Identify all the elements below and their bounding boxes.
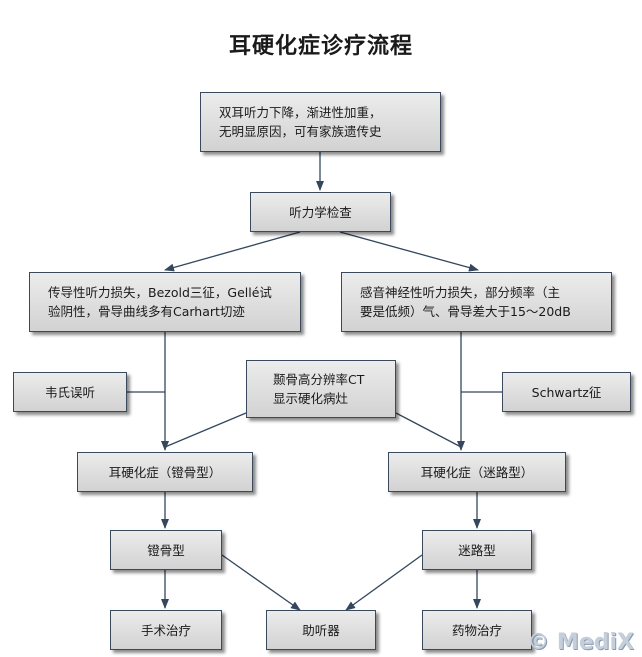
node-stapedial-otosclerosis: 耳硬化症（镫骨型） (77, 452, 253, 492)
node-weber: 韦氏误听 (13, 372, 127, 412)
edge-exam-conductive (164, 231, 301, 272)
node-cochlear-otosclerosis: 耳硬化症（迷路型） (388, 452, 566, 492)
edge-ct-right (395, 412, 462, 448)
node-medication: 药物治疗 (422, 610, 532, 650)
node-audiology-exam: 听力学检查 (250, 192, 391, 232)
edge-exam-sensorineural (339, 231, 479, 272)
watermark: © MediX (527, 630, 634, 655)
node-surgery: 手术治疗 (110, 610, 222, 650)
node-sensorineural-loss: 感音神经性听力损失，部分频率（主要是低频）气、骨导差大于15～20dB (341, 272, 612, 332)
node-schwartz: Schwartz征 (502, 372, 631, 412)
edge-ct-left (164, 412, 247, 448)
edge-cochlear-hearing-aid (345, 554, 423, 611)
page-title: 耳硬化症诊疗流程 (228, 34, 413, 59)
node-stapedial-type: 镫骨型 (110, 530, 222, 570)
node-hearing-aid: 助听器 (266, 610, 376, 650)
edge-stapedial-hearing-aid (221, 554, 301, 611)
node-symptom: 双耳听力下降，渐进性加重，无明显原因，可有家族遗传史 (200, 92, 441, 152)
node-cochlear-type: 迷路型 (422, 530, 532, 570)
node-conductive-loss: 传导性听力损失，Bezold三征，Gellé试验阴性，骨导曲线多有Carhart… (29, 272, 301, 332)
